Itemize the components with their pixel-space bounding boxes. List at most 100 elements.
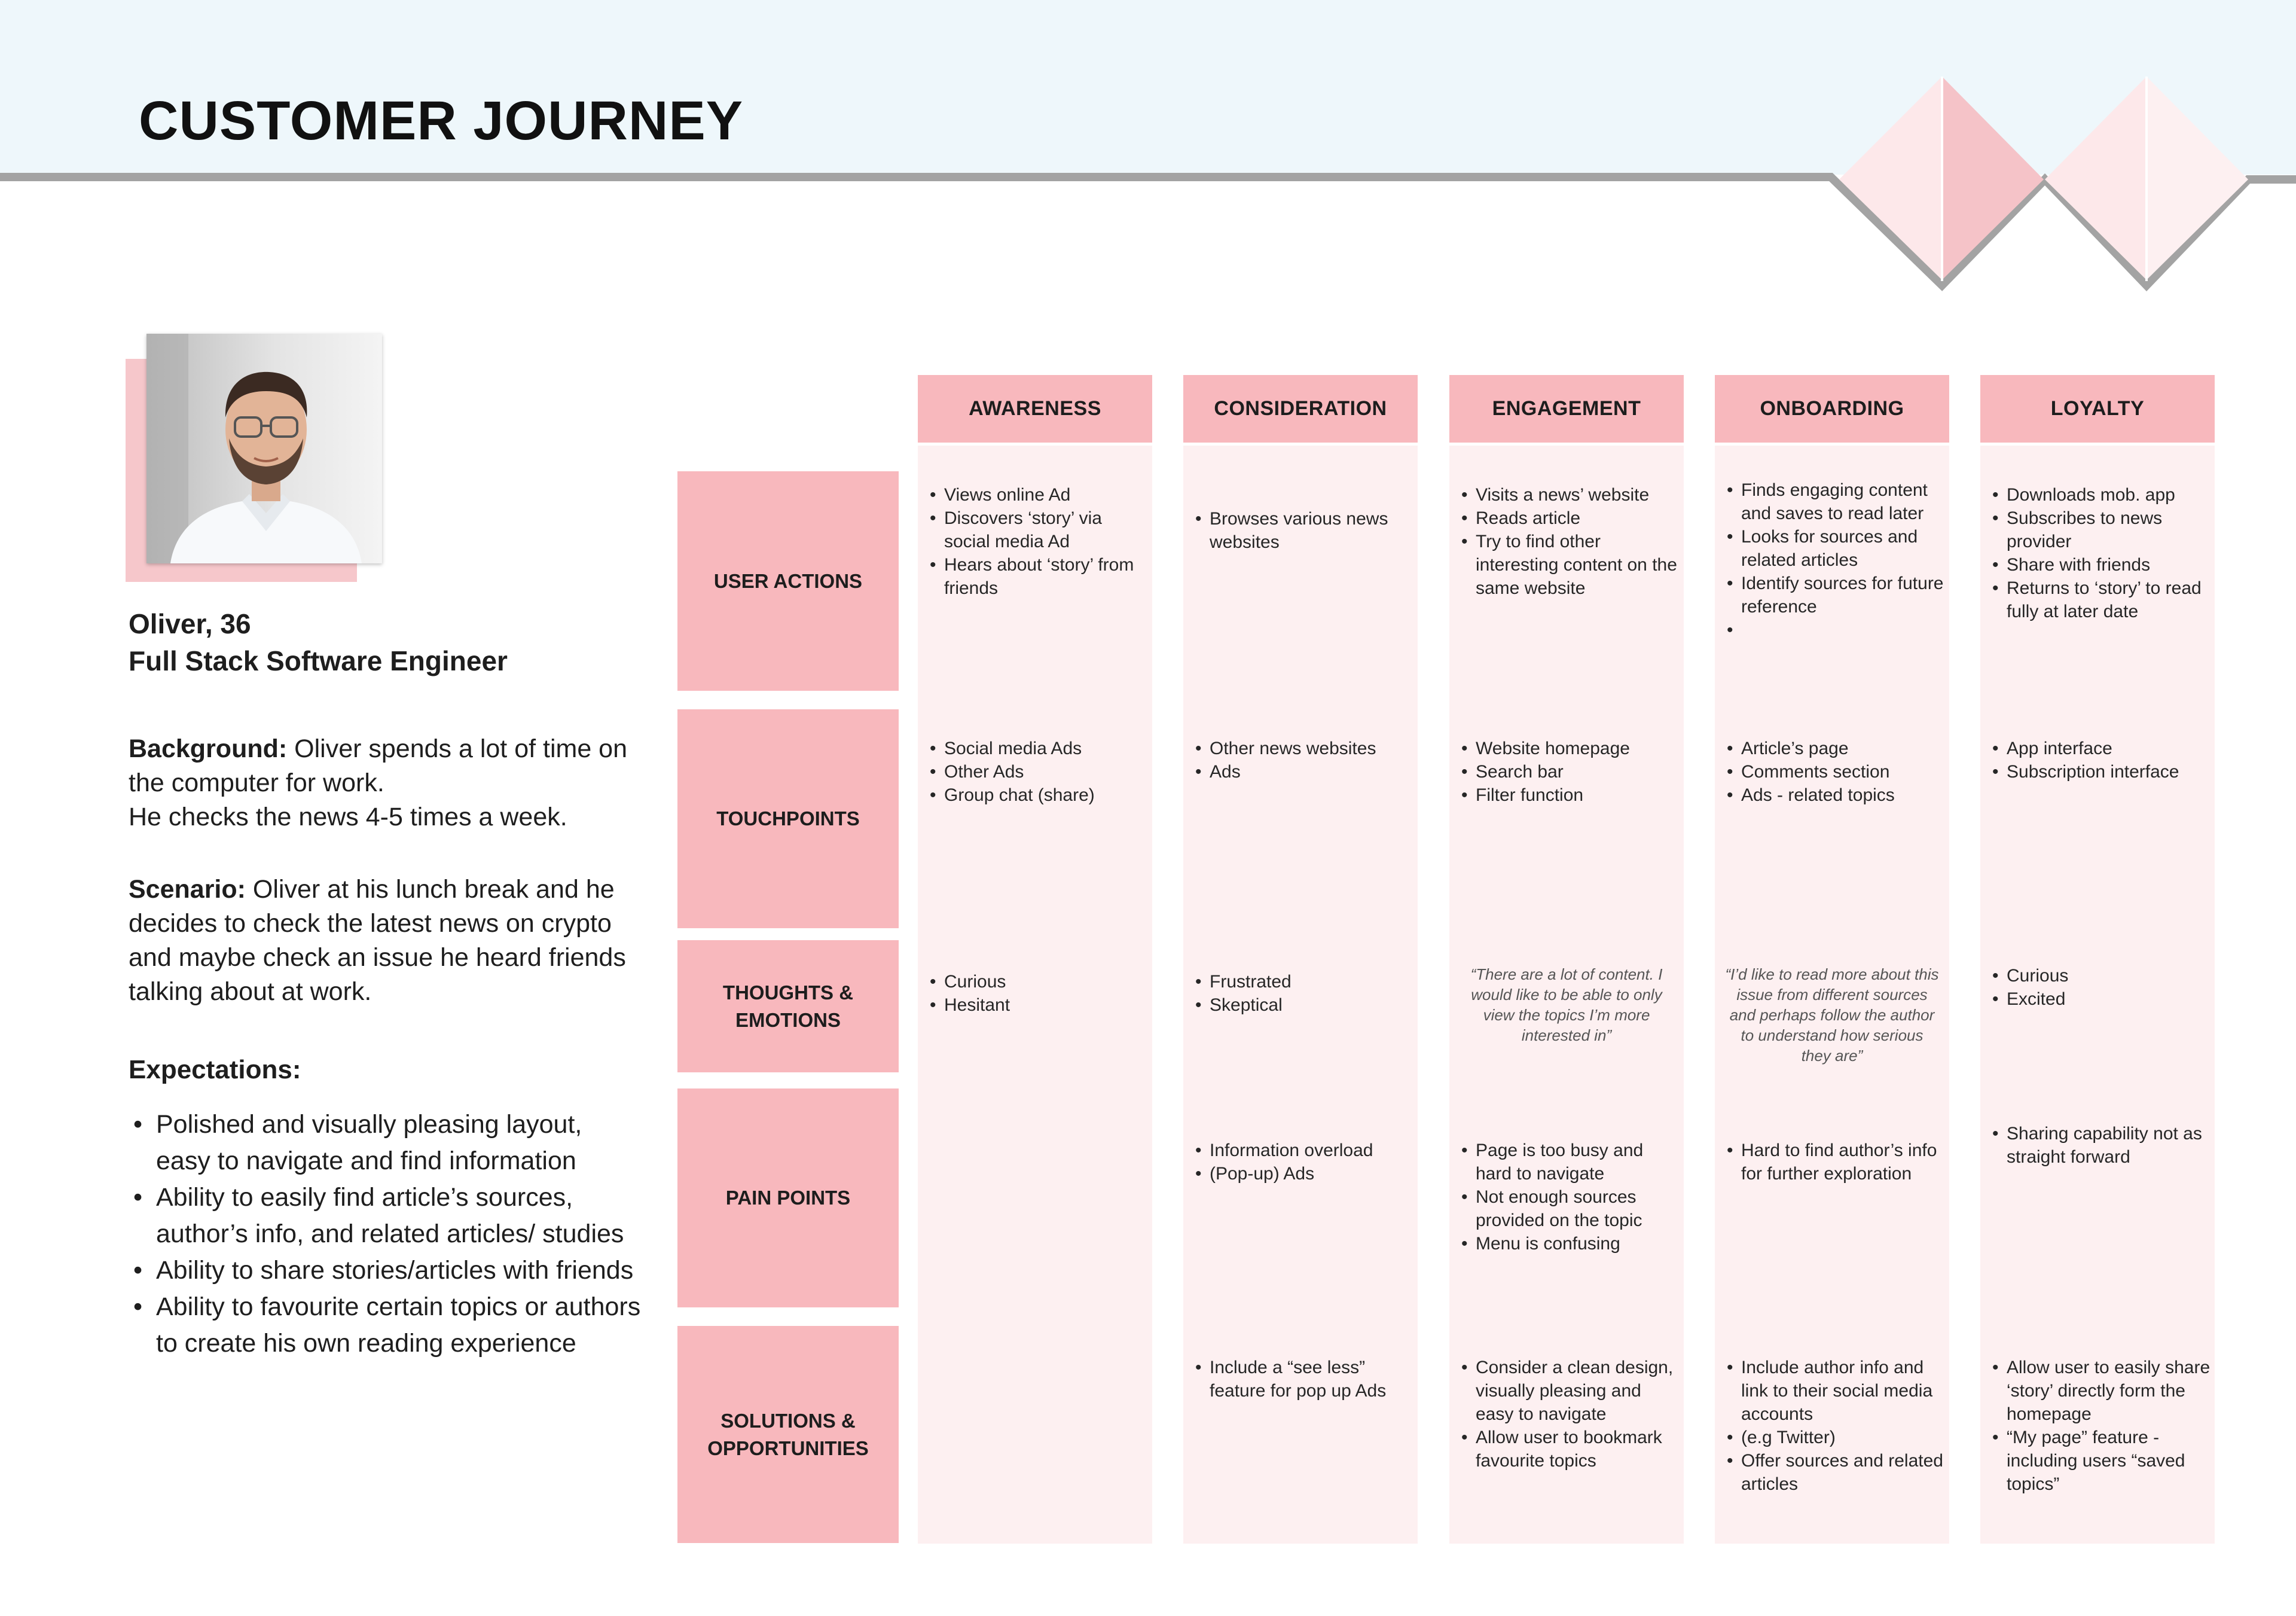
cell-bullet-item: Visits a news’ website: [1460, 483, 1681, 507]
journey-cell: Sharing capability not as straight forwa…: [1991, 1122, 2212, 1169]
journey-cell: Website homepageSearch barFilter functio…: [1460, 737, 1681, 807]
cell-bullet-list: Page is too busy and hard to navigateNot…: [1460, 1139, 1681, 1255]
cell-bullet-item: Skeptical: [1194, 993, 1415, 1017]
cell-bullet-list: Downloads mob. appSubscribes to news pro…: [1991, 483, 2212, 623]
expectations-list: Polished and visually pleasing layout, e…: [129, 1106, 643, 1362]
cell-bullet-item: Group chat (share): [929, 783, 1150, 807]
diamond-left-half-1: [1839, 77, 1942, 280]
cell-bullet-item: Downloads mob. app: [1991, 483, 2212, 507]
cell-bullet-item: Excited: [1991, 987, 2212, 1011]
cell-bullet-list: Consider a clean design, visually pleasi…: [1460, 1356, 1681, 1472]
expectations-heading: Expectations:: [129, 1055, 301, 1084]
cell-bullet-item: Include a “see less” feature for pop up …: [1194, 1356, 1415, 1402]
cell-bullet-item: Subscription interface: [1991, 760, 2212, 783]
cell-bullet-item: Other news websites: [1194, 737, 1415, 760]
cell-bullet-list: App interfaceSubscription interface: [1991, 737, 2212, 783]
cell-bullet-list: Include a “see less” feature for pop up …: [1194, 1356, 1415, 1402]
persona-role: Full Stack Software Engineer: [129, 645, 508, 676]
cell-bullet-item: Not enough sources provided on the topic: [1460, 1185, 1681, 1232]
cell-bullet-list: FrustratedSkeptical: [1194, 970, 1415, 1017]
cell-bullet-item: Hard to find author’s info for further e…: [1726, 1139, 1947, 1185]
cell-bullet-item: Website homepage: [1460, 737, 1681, 760]
header-decoration: [0, 77, 2296, 292]
journey-cell: Downloads mob. appSubscribes to news pro…: [1991, 483, 2212, 623]
cell-bullet-item: Offer sources and related articles: [1726, 1449, 1947, 1496]
expectation-item: Ability to share stories/articles with f…: [129, 1252, 643, 1289]
cell-bullet-item: Other Ads: [929, 760, 1150, 783]
cell-bullet-list: Finds engaging content and saves to read…: [1726, 478, 1947, 642]
cell-bullet-item: Try to find other interesting content on…: [1460, 530, 1681, 600]
cell-bullet-list: Website homepageSearch barFilter functio…: [1460, 737, 1681, 807]
journey-cell: Social media AdsOther AdsGroup chat (sha…: [929, 737, 1150, 807]
cell-bullet-item: Curious: [1991, 964, 2212, 987]
cell-bullet-list: Information overload(Pop-up) Ads: [1194, 1139, 1415, 1185]
journey-cell: Include author info and link to their so…: [1726, 1356, 1947, 1496]
journey-cell: Consider a clean design, visually pleasi…: [1460, 1356, 1681, 1472]
stage-header-consideration: CONSIDERATION: [1183, 375, 1418, 443]
cell-bullet-item: (Pop-up) Ads: [1194, 1162, 1415, 1185]
cell-bullet-item: Subscribes to news provider: [1991, 507, 2212, 553]
cell-bullet-item: Consider a clean design, visually pleasi…: [1460, 1356, 1681, 1426]
background-text-2: He checks the news 4-5 times a week.: [129, 803, 567, 831]
stage-header-awareness: AWARENESS: [918, 375, 1152, 443]
cell-bullet-list: Visits a news’ websiteReads articleTry t…: [1460, 483, 1681, 600]
cell-bullet-item: Identify sources for future reference: [1726, 572, 1947, 618]
journey-cell: “There are a lot of content. I would lik…: [1449, 964, 1684, 1045]
cell-bullet-item: Menu is confusing: [1460, 1232, 1681, 1255]
cell-bullet-item: Finds engaging content and saves to read…: [1726, 478, 1947, 525]
cell-bullet-item: Discovers ‘story’ via social media Ad: [929, 507, 1150, 553]
scenario-paragraph: Scenario: Oliver at his lunch break and …: [129, 873, 643, 1009]
cell-bullet-list: Include author info and link to their so…: [1726, 1356, 1947, 1496]
journey-cell: App interfaceSubscription interface: [1991, 737, 2212, 783]
cell-bullet-list: Views online AdDiscovers ‘story’ via soc…: [929, 483, 1150, 600]
cell-bullet-item: Filter function: [1460, 783, 1681, 807]
journey-cell: Allow user to easily share ‘story’ direc…: [1991, 1356, 2212, 1496]
cell-bullet-item: Hears about ‘story’ from friends: [929, 553, 1150, 600]
emotion-quote: “I’d like to read more about this issue …: [1725, 965, 1939, 1065]
cell-bullet-item: Views online Ad: [929, 483, 1150, 507]
cell-bullet-list: Other news websitesAds: [1194, 737, 1415, 783]
row-header-user-actions: USER ACTIONS: [677, 471, 899, 691]
expectation-item: Polished and visually pleasing layout, e…: [129, 1106, 643, 1179]
expectation-item: Ability to favourite certain topics or a…: [129, 1289, 643, 1362]
journey-cell: Article’s pageComments sectionAds - rela…: [1726, 737, 1947, 807]
cell-bullet-item: Sharing capability not as straight forwa…: [1991, 1122, 2212, 1169]
cell-bullet-list: CuriousHesitant: [929, 970, 1150, 1017]
journey-cell: Page is too busy and hard to navigateNot…: [1460, 1139, 1681, 1255]
journey-cell: Views online AdDiscovers ‘story’ via soc…: [929, 483, 1150, 600]
expectation-item: Ability to easily find article’s sources…: [129, 1179, 643, 1252]
diamond-right-half-1: [1942, 77, 2044, 280]
cell-bullet-item: Share with friends: [1991, 553, 2212, 577]
cell-bullet-item: Looks for sources and related articles: [1726, 525, 1947, 572]
row-header-solutions-opportunities: SOLUTIONS & OPPORTUNITIES: [677, 1326, 899, 1543]
cell-bullet-item: Allow user to bookmark favourite topics: [1460, 1426, 1681, 1472]
cell-bullet-list: Allow user to easily share ‘story’ direc…: [1991, 1356, 2212, 1496]
background-paragraph: Background: Oliver spends a lot of time …: [129, 732, 643, 834]
stage-header-engagement: ENGAGEMENT: [1449, 375, 1684, 443]
journey-cell: Include a “see less” feature for pop up …: [1194, 1356, 1415, 1402]
journey-cell: Hard to find author’s info for further e…: [1726, 1139, 1947, 1185]
emotion-quote: “There are a lot of content. I would lik…: [1470, 965, 1663, 1044]
journey-cell: FrustratedSkeptical: [1194, 970, 1415, 1017]
cell-bullet-item: Ads: [1194, 760, 1415, 783]
row-header-pain-points: PAIN POINTS: [677, 1088, 899, 1307]
cell-bullet-item: App interface: [1991, 737, 2212, 760]
cell-bullet-item: Include author info and link to their so…: [1726, 1356, 1947, 1426]
scenario-label: Scenario:: [129, 875, 246, 904]
journey-cell: Information overload(Pop-up) Ads: [1194, 1139, 1415, 1185]
journey-cell: Other news websitesAds: [1194, 737, 1415, 783]
row-header-thoughts-emotions: THOUGHTS & EMOTIONS: [677, 940, 899, 1072]
cell-bullet-list: Hard to find author’s info for further e…: [1726, 1139, 1947, 1185]
cell-bullet-list: Sharing capability not as straight forwa…: [1991, 1122, 2212, 1169]
cell-bullet-item: Page is too busy and hard to navigate: [1460, 1139, 1681, 1185]
journey-cell: “I’d like to read more about this issue …: [1715, 964, 1949, 1066]
journey-cell: Browses various news websites: [1194, 507, 1415, 554]
cell-bullet-list: Social media AdsOther AdsGroup chat (sha…: [929, 737, 1150, 807]
diamond-left-half-2: [2045, 77, 2147, 280]
cell-bullet-item: Allow user to easily share ‘story’ direc…: [1991, 1356, 2212, 1426]
background-label: Background:: [129, 734, 288, 763]
journey-cell: CuriousHesitant: [929, 970, 1150, 1017]
cell-bullet-item: Information overload: [1194, 1139, 1415, 1162]
cell-bullet-list: Browses various news websites: [1194, 507, 1415, 554]
